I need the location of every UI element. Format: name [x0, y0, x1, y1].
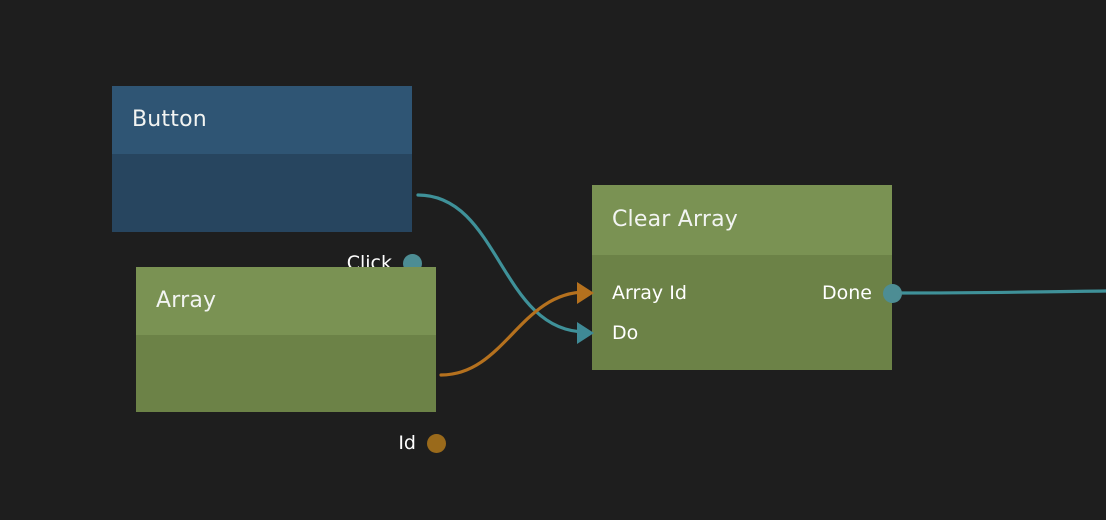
port-row-array-id-input[interactable]: Array Id	[612, 281, 687, 305]
node-button[interactable]: Button Click	[112, 86, 422, 273]
node-array[interactable]: Array Id	[136, 267, 446, 453]
port-arrow-array-id[interactable]	[577, 282, 594, 304]
node-array-body: Id	[136, 335, 446, 453]
port-label-do: Do	[612, 321, 639, 344]
node-clear-array-header[interactable]: Clear Array	[592, 185, 892, 255]
node-clear-array-body: Array Id Do Done	[577, 255, 902, 370]
node-button-header[interactable]: Button	[112, 86, 412, 154]
port-dot-done[interactable]	[882, 283, 902, 303]
node-array-title: Array	[156, 288, 217, 313]
node-array-header[interactable]: Array	[136, 267, 436, 335]
node-button-title: Button	[132, 107, 207, 132]
node-clear-array[interactable]: Clear Array Array Id Do Done	[577, 185, 902, 370]
wire-id-to-array-id	[439, 290, 588, 377]
port-label-done: Done	[822, 281, 872, 304]
port-label-id: Id	[398, 431, 416, 454]
wire-done-outgoing	[896, 289, 1106, 295]
port-row-do-input[interactable]: Do	[612, 321, 638, 345]
node-button-body: Click	[112, 154, 422, 273]
node-clear-array-title: Clear Array	[612, 207, 738, 232]
port-row-array-id[interactable]: Id	[398, 431, 416, 455]
port-label-array-id: Array Id	[612, 281, 687, 304]
port-arrow-do[interactable]	[577, 322, 594, 344]
port-dot-id[interactable]	[426, 433, 446, 453]
wire-click-to-do	[416, 193, 588, 334]
port-row-done-output[interactable]: Done	[822, 281, 872, 305]
